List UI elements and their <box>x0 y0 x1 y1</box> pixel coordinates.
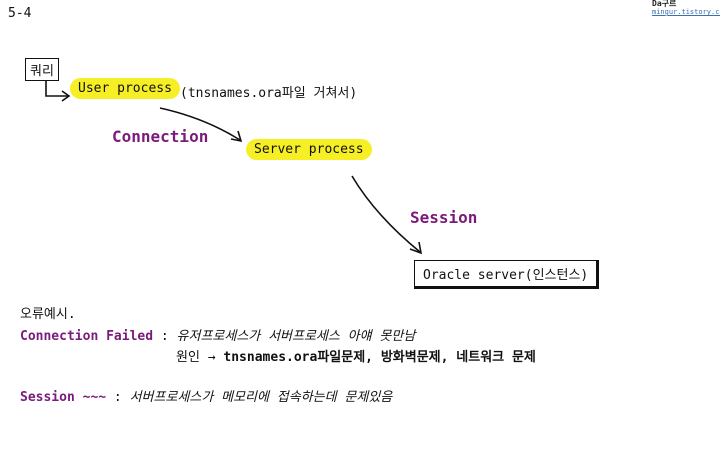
user-process-note: (tnsnames.ora파일 거쳐서) <box>180 86 358 101</box>
cause-text: tnsnames.ora파일문제, 방화벽문제, 네트워크 문제 <box>223 350 536 365</box>
arrow-user-to-server <box>159 107 241 141</box>
query-box: 쿼리 <box>25 58 59 81</box>
logo-line-2: mingur.tistory.com <box>652 8 720 16</box>
oracle-server-node: Oracle server(인스턴스) <box>414 260 600 289</box>
session-error-line: Session ~~~ : 서버프로세스가 메모리에 접속하는데 문제있음 <box>20 386 392 405</box>
connection-failed-line: Connection Failed : 유저프로세스가 서버프로세스 아얘 못만… <box>20 325 415 344</box>
connection-failed-separator: : <box>153 329 177 344</box>
page-label: 5-4 <box>8 6 32 21</box>
watermark-logo: Da구르 mingur.tistory.com <box>652 0 720 18</box>
connection-failed-term: Connection Failed <box>20 329 154 344</box>
arrow-server-to-oracle <box>351 175 421 253</box>
server-process-node: Server process <box>246 139 372 160</box>
session-error-term: Session ~~~ <box>20 390 107 405</box>
errors-title: 오류예시. <box>20 307 76 322</box>
session-label: Session <box>410 208 478 227</box>
arrowhead-server <box>230 130 243 143</box>
connection-label: Connection <box>112 127 209 146</box>
arrowhead-oracle <box>409 241 423 255</box>
connection-failed-cause-line: 원인 → tnsnames.ora파일문제, 방화벽문제, 네트워크 문제 <box>176 346 536 365</box>
arrow-query-to-user-process <box>45 78 68 97</box>
session-error-separator: : <box>106 390 130 405</box>
cause-prefix: 원인 → <box>176 350 224 365</box>
connection-failed-description: 유저프로세스가 서버프로세스 아얘 못만남 <box>176 329 416 344</box>
arrowhead-query <box>61 90 71 102</box>
session-error-description: 서버프로세스가 메모리에 접속하는데 문제있음 <box>129 390 393 405</box>
logo-line-1: Da구르 <box>652 0 677 8</box>
user-process-node: User process <box>70 78 180 99</box>
